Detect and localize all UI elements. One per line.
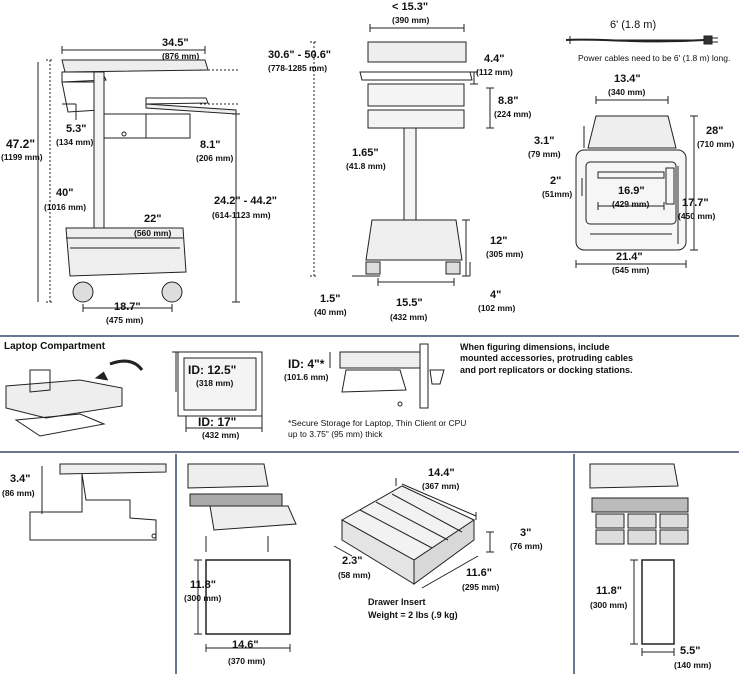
side-tray-in: 8.1" bbox=[200, 139, 221, 151]
front-caster-offset-in: 1.5" bbox=[320, 293, 341, 305]
drawer-insert-detail bbox=[333, 478, 494, 589]
top-base-width-mm: (545 mm) bbox=[612, 265, 650, 275]
side-base-in: 22" bbox=[144, 213, 162, 225]
front-drawer-in: 8.8" bbox=[498, 95, 519, 107]
cart-front-view bbox=[310, 24, 494, 286]
drawer-multi-width-in: 5.5" bbox=[680, 645, 701, 657]
top-base-width-in: 21.4" bbox=[616, 251, 643, 263]
top-inner-width-mm: (429 mm) bbox=[612, 199, 650, 209]
side-handle-mm: (134 mm) bbox=[56, 137, 94, 147]
front-caster-height-mm: (102 mm) bbox=[478, 303, 516, 313]
compartment-side-view bbox=[329, 343, 445, 409]
power-note: Power cables need to be 6' (1.8 m) long. bbox=[578, 53, 731, 63]
front-drawer-mm: (224 mm) bbox=[494, 109, 532, 119]
keyboard-tray-in: 3.4" bbox=[10, 473, 31, 485]
front-gap-in: 4.4" bbox=[484, 53, 505, 65]
front-base-height-mm: (305 mm) bbox=[486, 249, 524, 259]
dimensions-note: When figuring dimensions, include mounte… bbox=[460, 342, 634, 375]
insert-weight: Weight = 2 lbs (.9 kg) bbox=[368, 610, 458, 620]
front-height-in: 30.6" - 50.6" bbox=[268, 49, 332, 61]
side-wheelbase-in: 18.7" bbox=[114, 301, 141, 313]
front-column-in: 1.65" bbox=[352, 147, 379, 159]
top-inner-depth-mm: (450 mm) bbox=[678, 211, 716, 221]
front-base-width-in: 15.5" bbox=[396, 297, 423, 309]
insert-height-mm: (76 mm) bbox=[510, 541, 543, 551]
side-width-mm: (876 mm) bbox=[162, 51, 200, 61]
cart-side-view bbox=[37, 46, 240, 312]
side-keyboard-in: 24.2" - 44.2" bbox=[214, 195, 278, 207]
side-work-height-in: 40" bbox=[56, 187, 74, 199]
laptop-id-width-in: ID: 17" bbox=[198, 415, 237, 429]
drawer-multi-detail bbox=[589, 463, 689, 656]
side-handle-in: 5.3" bbox=[66, 123, 87, 135]
insert-cell-in: 2.3" bbox=[342, 555, 363, 567]
front-base-width-mm: (432 mm) bbox=[390, 312, 428, 322]
drawer-single-width-mm: (370 mm) bbox=[228, 656, 266, 666]
keyboard-tray-detail bbox=[29, 463, 167, 541]
front-top-width-mm: (390 mm) bbox=[392, 15, 430, 25]
insert-height-in: 3" bbox=[520, 527, 532, 539]
top-width-mm: (340 mm) bbox=[608, 87, 646, 97]
top-depth-mm: (710 mm) bbox=[697, 139, 735, 149]
side-tray-mm: (206 mm) bbox=[196, 153, 234, 163]
laptop-id-depth-in: ID: 12.5" bbox=[188, 363, 237, 377]
insert-width-mm: (367 mm) bbox=[422, 481, 460, 491]
top-handle-mm: (79 mm) bbox=[528, 149, 561, 159]
side-total-height-mm: (1199 mm) bbox=[1, 152, 43, 162]
power-cable bbox=[565, 35, 718, 45]
power-length: 6' (1.8 m) bbox=[610, 19, 657, 31]
front-height-mm: (778-1285 mm) bbox=[268, 63, 328, 73]
laptop-id-height-mm: (101.6 mm) bbox=[284, 372, 329, 382]
drawer-single-height-mm: (300 mm) bbox=[184, 593, 222, 603]
insert-title: Drawer Insert bbox=[368, 597, 426, 607]
keyboard-tray-mm: (86 mm) bbox=[2, 488, 35, 498]
insert-depth-mm: (295 mm) bbox=[462, 582, 500, 592]
side-width-in: 34.5" bbox=[162, 37, 189, 49]
drawer-single-detail bbox=[187, 463, 297, 652]
side-work-height-mm: (1016 mm) bbox=[44, 202, 87, 212]
drawer-multi-width-mm: (140 mm) bbox=[674, 660, 712, 670]
front-base-height-in: 12" bbox=[490, 235, 508, 247]
top-width-in: 13.4" bbox=[614, 73, 641, 85]
compartment-front-view bbox=[172, 351, 263, 432]
side-base-mm: (560 mm) bbox=[134, 228, 172, 238]
drawer-single-height-in: 11.8" bbox=[190, 579, 217, 591]
drawer-multi-height-mm: (300 mm) bbox=[590, 600, 628, 610]
top-slot-in: 2" bbox=[550, 175, 562, 187]
front-top-width-in: < 15.3" bbox=[392, 1, 429, 13]
insert-cell-mm: (58 mm) bbox=[338, 570, 371, 580]
laptop-compartment-illustration bbox=[5, 359, 144, 437]
top-depth-in: 28" bbox=[706, 125, 724, 137]
front-caster-offset-mm: (40 mm) bbox=[314, 307, 347, 317]
insert-width-in: 14.4" bbox=[428, 467, 455, 479]
drawer-single-width-in: 14.6" bbox=[232, 639, 259, 651]
laptop-id-width-mm: (432 mm) bbox=[202, 430, 240, 440]
laptop-id-depth-mm: (318 mm) bbox=[196, 378, 234, 388]
front-caster-height-in: 4" bbox=[490, 289, 502, 301]
side-keyboard-mm: (614-1123 mm) bbox=[212, 210, 271, 220]
laptop-compartment-title: Laptop Compartment bbox=[4, 341, 106, 352]
front-column-mm: (41.8 mm) bbox=[346, 161, 386, 171]
top-inner-depth-in: 17.7" bbox=[682, 197, 709, 209]
front-gap-mm: (112 mm) bbox=[476, 67, 513, 77]
insert-depth-in: 11.6" bbox=[466, 567, 493, 579]
side-wheelbase-mm: (475 mm) bbox=[106, 315, 144, 325]
laptop-id-height-in: ID: 4"* bbox=[288, 357, 325, 371]
cart-top-view bbox=[575, 96, 698, 268]
top-handle-in: 3.1" bbox=[534, 135, 555, 147]
drawer-multi-height-in: 11.8" bbox=[596, 585, 623, 597]
top-inner-width-in: 16.9" bbox=[618, 185, 645, 197]
side-total-height-in: 47.2" bbox=[6, 137, 36, 151]
laptop-storage-note: *Secure Storage for Laptop, Thin Client … bbox=[288, 418, 467, 440]
top-slot-mm: (51mm) bbox=[542, 189, 573, 199]
